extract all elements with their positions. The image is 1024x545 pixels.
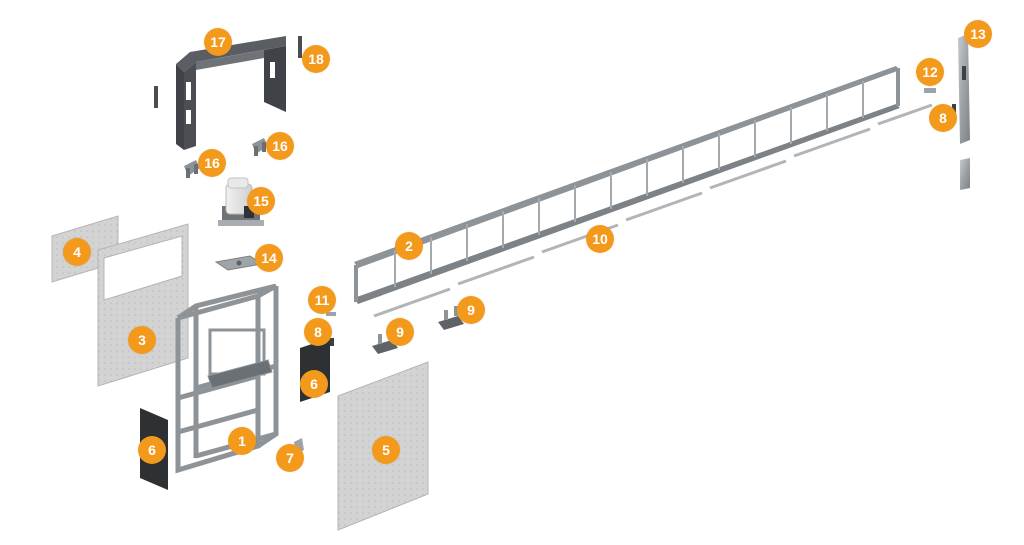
callout-16-right-label: 16: [272, 138, 288, 154]
callout-4-label: 4: [73, 244, 81, 260]
base-plate: [214, 255, 264, 271]
callout-15[interactable]: 15: [247, 187, 275, 215]
callout-12-label: 12: [922, 64, 938, 80]
cover-fastener: [154, 36, 302, 108]
callout-10[interactable]: 10: [586, 225, 614, 253]
mounting-bracket: [184, 160, 200, 178]
callout-2-label: 2: [405, 238, 413, 254]
callout-5-label: 5: [382, 442, 390, 458]
callout-6-right[interactable]: 6: [300, 370, 328, 398]
callout-9-right[interactable]: 9: [457, 296, 485, 324]
callout-9-left-label: 9: [396, 324, 404, 340]
callout-11[interactable]: 11: [308, 286, 336, 314]
roller-support-2: [438, 306, 464, 330]
callout-13[interactable]: 13: [964, 20, 992, 48]
callout-9-left[interactable]: 9: [386, 318, 414, 346]
gate-frame: [354, 66, 900, 304]
callout-18[interactable]: 18: [302, 45, 330, 73]
callout-10-label: 10: [592, 231, 608, 247]
callout-16-right[interactable]: 16: [266, 132, 294, 160]
callout-5[interactable]: 5: [372, 436, 400, 464]
callout-8-frame[interactable]: 8: [304, 318, 332, 346]
callout-18-label: 18: [308, 51, 324, 67]
receiving-post: [958, 34, 970, 190]
callout-8-post[interactable]: 8: [929, 104, 957, 132]
callout-9-right-label: 9: [467, 302, 475, 318]
callout-14-label: 14: [261, 250, 277, 266]
limit-stopper: [330, 338, 334, 346]
top-cover-bracket: [176, 36, 286, 150]
callout-17[interactable]: 17: [204, 28, 232, 56]
callout-3-label: 3: [138, 332, 146, 348]
main-frame: [175, 283, 279, 474]
callout-8-post-label: 8: [939, 110, 947, 126]
callout-14[interactable]: 14: [255, 244, 283, 272]
callout-16-left[interactable]: 16: [198, 149, 226, 177]
callout-11-label: 11: [314, 292, 330, 308]
post-bracket: [924, 88, 936, 93]
rack-segments: [373, 103, 933, 318]
small-plate: [326, 312, 336, 316]
callout-16-left-label: 16: [204, 155, 220, 171]
callout-7[interactable]: 7: [276, 444, 304, 472]
callout-17-label: 17: [210, 34, 226, 50]
callout-15-label: 15: [253, 193, 269, 209]
callout-6-left[interactable]: 6: [138, 436, 166, 464]
mounting-bracket-2: [252, 138, 268, 156]
callout-13-label: 13: [970, 26, 986, 42]
callout-1-label: 1: [238, 433, 246, 449]
front-panel: [97, 223, 189, 387]
callout-3[interactable]: 3: [128, 326, 156, 354]
callout-8-frame-label: 8: [314, 324, 322, 340]
callout-4[interactable]: 4: [63, 238, 91, 266]
callout-6-right-label: 6: [310, 376, 318, 392]
callout-7-label: 7: [286, 450, 294, 466]
callout-1[interactable]: 1: [228, 427, 256, 455]
callout-2[interactable]: 2: [395, 232, 423, 260]
callout-12[interactable]: 12: [916, 58, 944, 86]
callout-6-left-label: 6: [148, 442, 156, 458]
